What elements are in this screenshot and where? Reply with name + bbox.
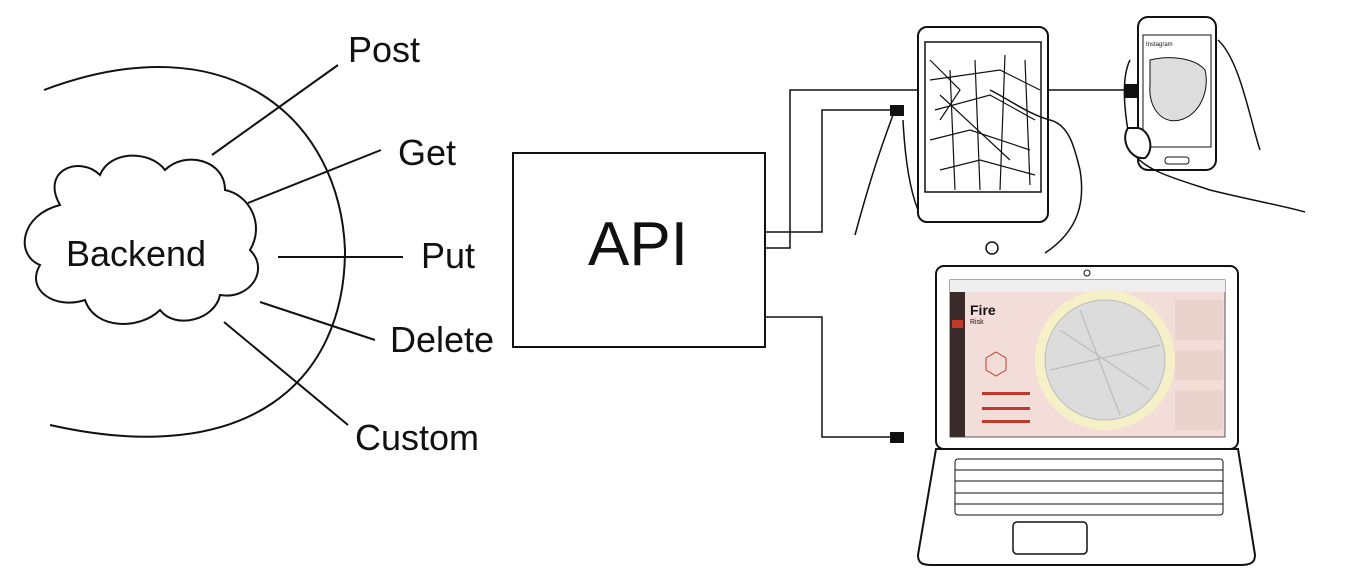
laptop-device: Fire Risk (916, 265, 1257, 566)
connector-laptop-node (890, 432, 904, 443)
method-post-label: Post (348, 29, 420, 70)
method-get-label: Get (398, 132, 456, 173)
tablet-home-button (985, 241, 999, 255)
laptop-app-sidebar (950, 292, 965, 437)
delete-line (259, 301, 376, 341)
phone-home-button (1164, 156, 1190, 165)
get-line (247, 149, 382, 204)
laptop-trackpad (1012, 521, 1088, 555)
connector-phone-node (1125, 84, 1139, 98)
laptop-app-title: Fire (970, 302, 996, 318)
tablet-screen (924, 41, 1042, 193)
laptop-keyboard (954, 458, 1224, 516)
phone-app-title: Instagram (1146, 42, 1173, 48)
custom-line (223, 321, 349, 426)
laptop-app-subtitle: Risk (970, 319, 984, 326)
tablet-map-image (929, 54, 1041, 191)
phone-hand (1123, 39, 1306, 213)
api-box (512, 152, 766, 348)
tablet-right-hand (989, 89, 1083, 254)
method-put-label: Put (421, 235, 475, 276)
post-line (211, 64, 339, 156)
laptop-screen-browserbar (950, 280, 1225, 292)
connector-api-to-laptop (765, 316, 893, 438)
phone-device: Instagram (1123, 16, 1306, 213)
backend-boundary-arc (43, 65, 347, 438)
backend-label: Backend (66, 233, 206, 274)
tablet-left-hand (854, 114, 919, 236)
laptop-camera (1083, 269, 1091, 277)
connector-tablet-node (890, 105, 904, 116)
backend-cloud: Backend (23, 154, 260, 325)
method-delete-label: Delete (390, 319, 494, 360)
connector-api-to-tablet (765, 109, 893, 233)
laptop-app-accent (952, 320, 963, 328)
phone-thumb (1124, 127, 1152, 160)
phone-map-image (1149, 57, 1207, 122)
laptop-hexagon-chart (985, 351, 1007, 377)
api-label: API (588, 210, 688, 279)
tablet-device (854, 26, 1083, 255)
method-custom-label: Custom (355, 417, 479, 458)
